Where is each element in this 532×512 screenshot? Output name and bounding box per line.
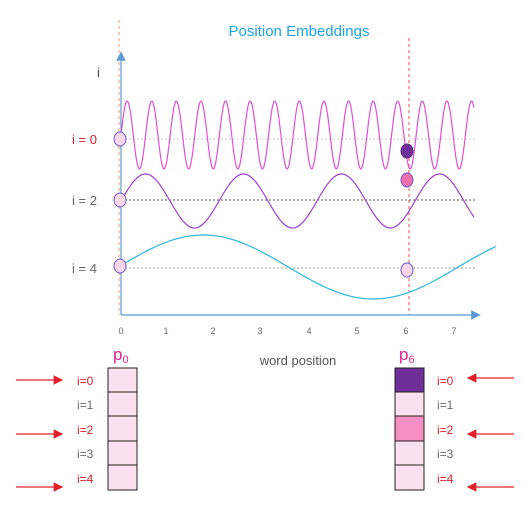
vector-p6-dim-label-0: i=0 <box>437 374 454 388</box>
row-label-i0: i = 0 <box>72 132 97 147</box>
vector-p6-label: p6 <box>399 345 415 366</box>
x-tick-labels: 0 1 2 3 4 5 6 7 <box>118 326 456 336</box>
vector-p6-cell-1 <box>394 391 425 417</box>
row-label-i2: i = 2 <box>72 193 97 208</box>
vector-p6: p6 i=0 i=1 i=2 i=3 i=4 <box>394 345 514 492</box>
x-tick-label: 0 <box>118 326 123 336</box>
marker-p0-i0 <box>113 131 127 147</box>
x-tick-label: 6 <box>403 326 408 336</box>
diagram-title: Position Embeddings <box>229 23 370 40</box>
wave-i4-sinusoid <box>120 234 497 300</box>
x-tick-label: 3 <box>257 326 262 336</box>
vector-p6-dim-label-1: i=1 <box>437 398 454 412</box>
x-axis-label: word position <box>259 353 337 368</box>
vector-p0-cell-3 <box>107 440 138 466</box>
vector-p0-cell-2 <box>107 415 138 442</box>
vector-p6-cell-4 <box>394 464 425 491</box>
x-tick-label: 2 <box>210 326 215 336</box>
vector-p0-cell-0 <box>107 367 138 393</box>
vector-p6-label-base: p <box>399 345 408 364</box>
vector-p6-dim-label-2: i=2 <box>437 423 454 437</box>
vector-p6-cell-0 <box>394 367 425 393</box>
vector-p6-label-subscript: 6 <box>408 354 414 366</box>
vector-p0-label-base: p <box>113 345 122 364</box>
vector-p6-cell-2 <box>394 415 425 442</box>
vector-p0-dim-label-1: i=1 <box>77 398 94 412</box>
vector-p6-dim-label-3: i=3 <box>437 447 454 461</box>
vector-p0-dim-label-4: i=4 <box>77 472 94 486</box>
marker-p0-i2 <box>113 192 127 208</box>
vector-p0-dim-label-0: i=0 <box>77 374 94 388</box>
vector-p0-label-subscript: 0 <box>122 354 128 366</box>
vector-p0-cell-4 <box>107 464 138 491</box>
vector-p0-dim-label-3: i=3 <box>77 447 94 461</box>
x-tick-label: 7 <box>451 326 456 336</box>
vector-p6-dim-label-4: i=4 <box>437 472 454 486</box>
wave-i2-sinusoid <box>120 173 475 229</box>
marker-p6-i4 <box>400 262 414 278</box>
marker-p6-i0 <box>400 143 414 159</box>
y-axis-label: i <box>97 65 100 80</box>
vector-p0-dim-label-2: i=2 <box>77 423 94 437</box>
vector-p6-cell-3 <box>394 440 425 466</box>
vector-p0-cell-1 <box>107 391 138 417</box>
x-tick-label: 1 <box>163 326 168 336</box>
wave-i0-sinusoid <box>120 100 475 170</box>
row-label-i4: i = 4 <box>72 261 97 276</box>
x-tick-label: 5 <box>354 326 359 336</box>
vector-p0: p0 i=0 i=1 i=2 i=3 i=4 <box>16 345 138 492</box>
x-tick-label: 4 <box>306 326 311 336</box>
marker-p0-i4 <box>113 258 127 274</box>
vector-p0-label: p0 <box>113 345 129 366</box>
marker-p6-i2 <box>400 172 414 188</box>
